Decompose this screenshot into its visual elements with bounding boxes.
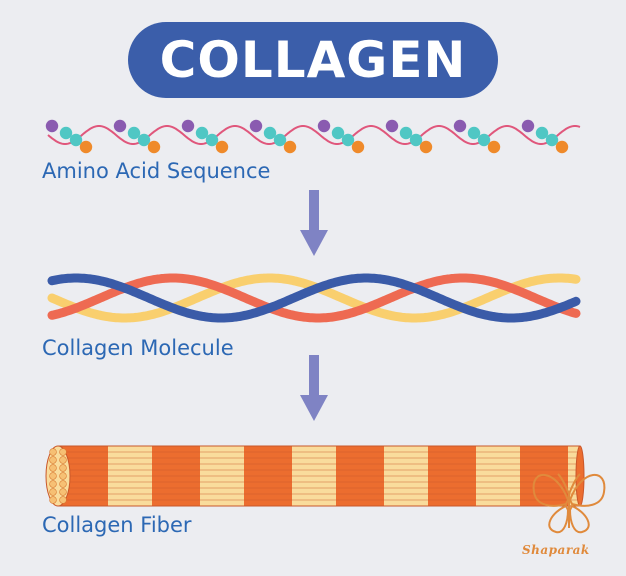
amino-acid-bead (521, 119, 535, 133)
amino-acid-bead (317, 119, 331, 133)
watermark-text: Shaparak (522, 543, 590, 557)
stage-label-amino-acid: Amino Acid Sequence (42, 159, 271, 183)
fibril-end (59, 480, 67, 488)
arrow-down-icon (300, 355, 328, 421)
amino-acid-bead (453, 119, 467, 133)
amino-acid-bead (409, 133, 423, 147)
fibril-end (49, 488, 57, 496)
amino-acid-chain (45, 119, 581, 154)
amino-acid-bead (467, 126, 481, 140)
helix-strand (47, 273, 581, 323)
arrow-down-icon (300, 190, 328, 256)
collagen-fiber-bundle (45, 445, 585, 507)
fibril-end (49, 496, 57, 504)
amino-acid-bead (147, 140, 161, 154)
amino-acid-bead (351, 140, 365, 154)
amino-acid-bead (195, 126, 209, 140)
amino-acid-bead (263, 126, 277, 140)
amino-acid-bead (79, 140, 93, 154)
helix-strand (47, 273, 581, 323)
stage-label-fiber: Collagen Fiber (42, 513, 192, 537)
amino-acid-bead (45, 119, 59, 133)
amino-acid-bead (137, 133, 151, 147)
fibril-end (49, 480, 57, 488)
amino-acid-bead (331, 126, 345, 140)
fibril-end (59, 448, 67, 456)
amino-acid-bead (127, 126, 141, 140)
amino-acid-bead (341, 133, 355, 147)
fibril-end (49, 464, 57, 472)
amino-acid-bead (205, 133, 219, 147)
amino-acid-bead (113, 119, 127, 133)
amino-acid-bead (385, 119, 399, 133)
title-banner: COLLAGEN (128, 22, 498, 98)
amino-acid-bead (69, 133, 83, 147)
amino-acid-bead (419, 140, 433, 154)
fibril-end (59, 496, 67, 504)
amino-acid-bead (477, 133, 491, 147)
fibril-end (59, 456, 67, 464)
amino-acid-bead (555, 140, 569, 154)
fibril-end (59, 488, 67, 496)
page-title: COLLAGEN (159, 31, 467, 89)
amino-acid-bead (181, 119, 195, 133)
amino-acid-bead (399, 126, 413, 140)
amino-acid-bead (215, 140, 229, 154)
amino-acid-bead (249, 119, 263, 133)
fibril-end (49, 456, 57, 464)
butterfly-logo-icon (532, 473, 606, 534)
amino-acid-bead (487, 140, 501, 154)
amino-acid-bead (59, 126, 73, 140)
fibril-end (49, 448, 57, 456)
collagen-triple-helix (47, 273, 581, 323)
fibril-end (49, 472, 57, 480)
amino-acid-bead (273, 133, 287, 147)
fibril-end (59, 472, 67, 480)
amino-acid-bead (545, 133, 559, 147)
amino-acid-bead (283, 140, 297, 154)
stage-label-molecule: Collagen Molecule (42, 336, 234, 360)
amino-acid-bead (535, 126, 549, 140)
fibril-end (59, 464, 67, 472)
